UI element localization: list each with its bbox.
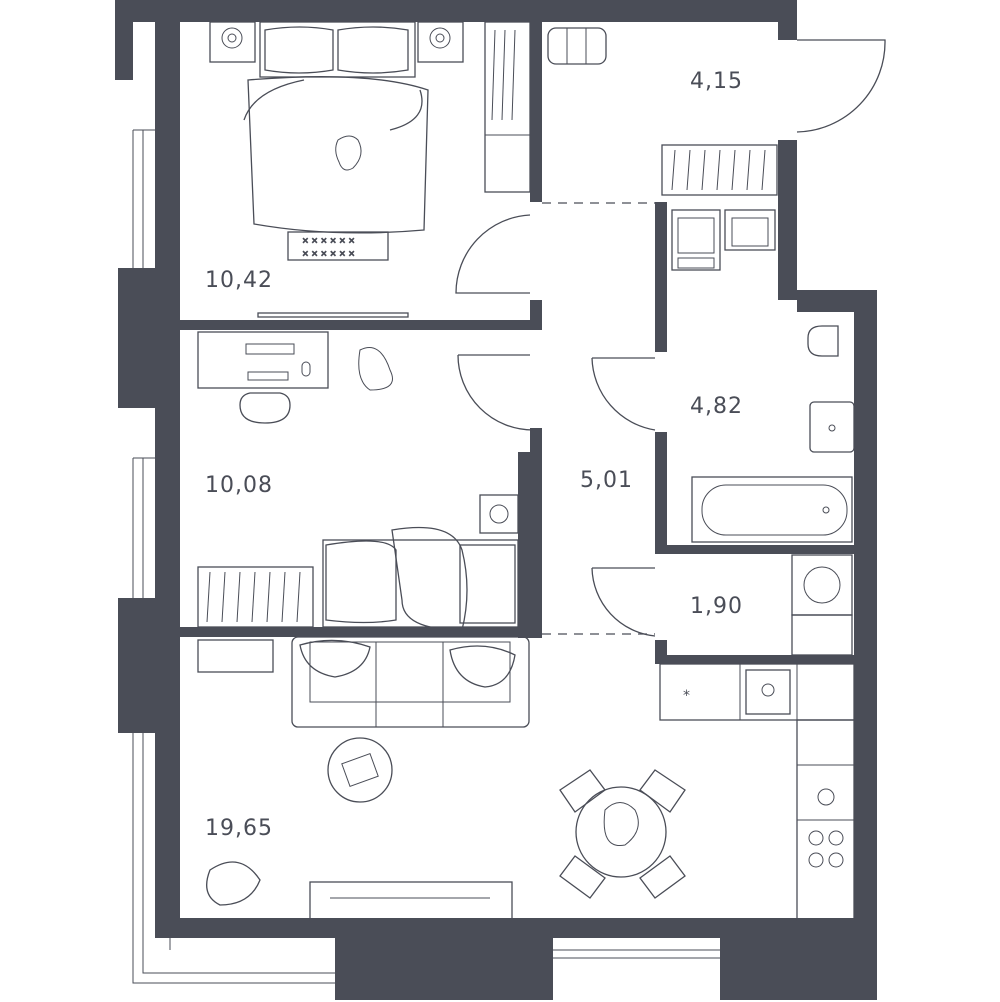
- room-area-hallway: 5,01: [580, 468, 633, 493]
- bathroom-fixtures: [691, 325, 855, 656]
- room-area-laundry: 1,90: [690, 594, 743, 619]
- doors: [455, 39, 886, 637]
- living-furniture: *: [197, 636, 855, 921]
- interior-walls: [180, 22, 854, 664]
- room-area-kids-room: 10,08: [205, 473, 273, 498]
- bedroom-furniture: × × × × × × × × × × × ×: [209, 21, 531, 318]
- room-area-bathroom: 4,82: [690, 394, 743, 419]
- entrance-furniture: [547, 27, 778, 271]
- exterior-walls: [115, 0, 877, 1000]
- svg-text:*: *: [683, 688, 690, 704]
- room-area-living-kitchen: 19,65: [205, 816, 273, 841]
- svg-text:× × × × × ×: × × × × × ×: [302, 236, 355, 245]
- room-area-bedroom: 10,42: [205, 268, 273, 293]
- kids-room-furniture: [197, 331, 519, 631]
- svg-text:× × × × × ×: × × × × × ×: [302, 249, 355, 258]
- room-area-storage: 4,15: [690, 69, 743, 94]
- windows: [132, 129, 720, 984]
